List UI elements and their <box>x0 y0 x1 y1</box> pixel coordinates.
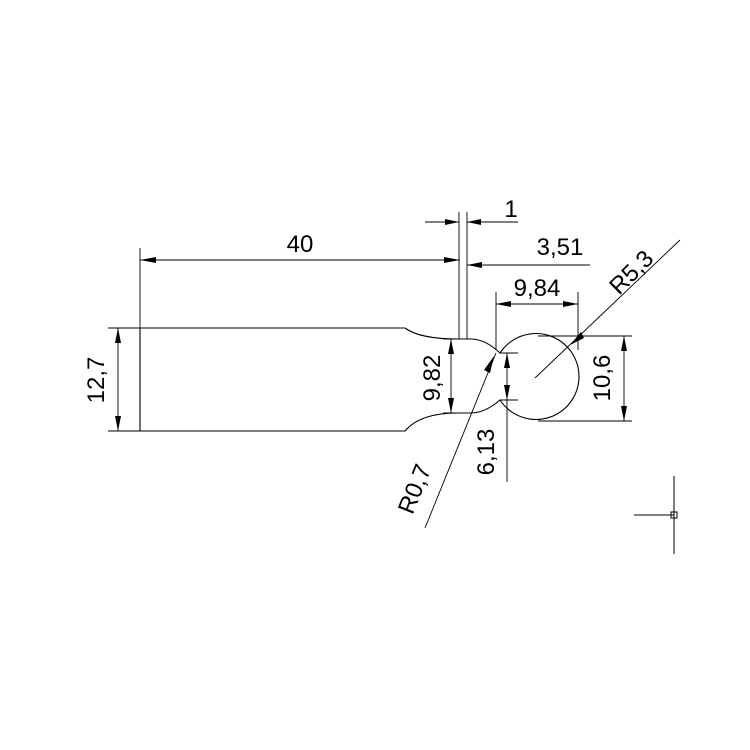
dim-throat: 6,13 <box>473 352 518 482</box>
dim-neck-width: 1 <box>425 196 518 339</box>
dim-height: 12,7 <box>83 327 140 432</box>
dim-neck-height-label: 9,82 <box>419 355 446 402</box>
dim-head-span: 9,84 <box>495 275 579 350</box>
dim-head-span-label: 9,84 <box>514 275 561 302</box>
body-outline <box>139 327 580 432</box>
dim-head-diameter: 10,6 <box>538 335 632 422</box>
dim-neck-width-label: 1 <box>504 196 517 223</box>
dim-offset: 3,51 <box>467 234 590 268</box>
dim-head-diameter-label: 10,6 <box>589 355 616 402</box>
dim-length: 40 <box>139 231 460 328</box>
dim-throat-label: 6,13 <box>473 429 500 476</box>
dim-radius-fillet-label: R0,7 <box>393 461 437 518</box>
dim-offset-label: 3,51 <box>537 234 584 261</box>
part-outline <box>139 327 580 432</box>
crosshair-cursor-icon <box>634 476 678 554</box>
dim-height-label: 12,7 <box>83 357 110 404</box>
dim-length-label: 40 <box>287 231 314 258</box>
dim-neck-height: 9,82 <box>419 338 460 414</box>
dim-radius-head-label: R5,3 <box>604 245 659 300</box>
